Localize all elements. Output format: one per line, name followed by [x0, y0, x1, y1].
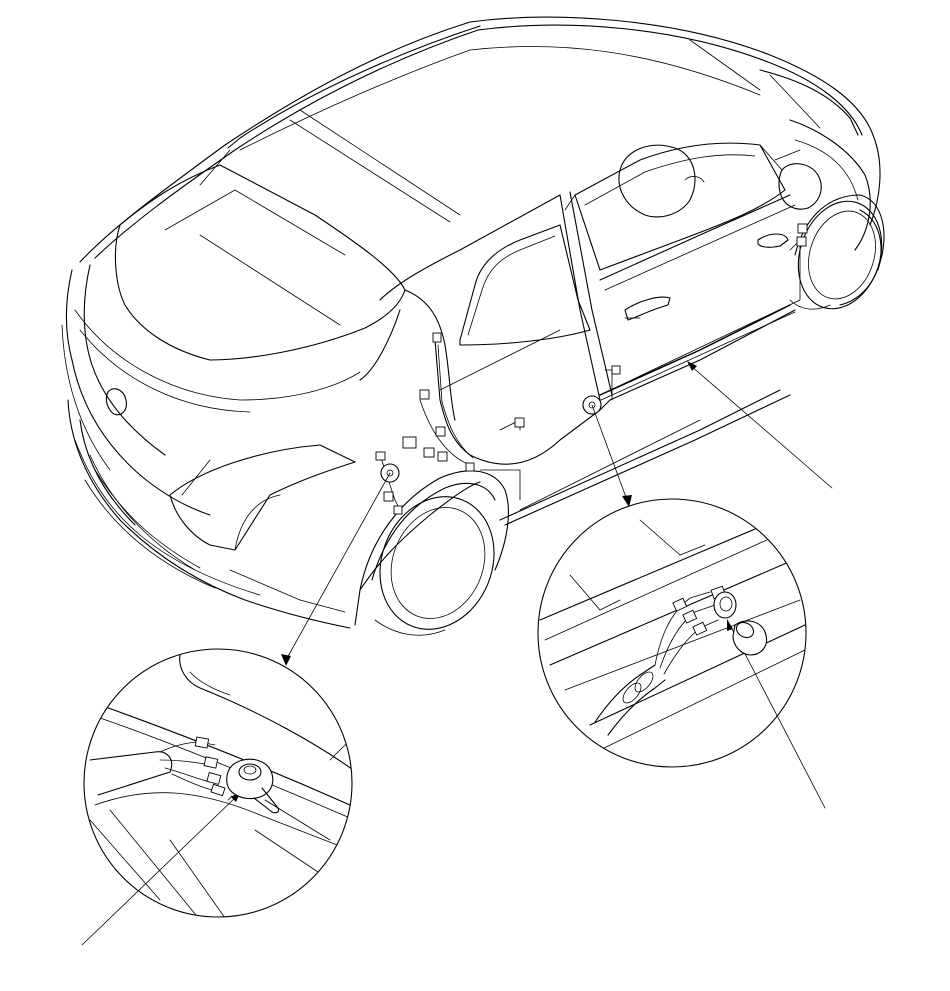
- ground-terminal-right-detail: [537, 498, 807, 768]
- ground-terminal-left-detail: [83, 648, 353, 918]
- hatchback-car-drawing: [61, 16, 885, 636]
- leader-lines: [81, 361, 833, 946]
